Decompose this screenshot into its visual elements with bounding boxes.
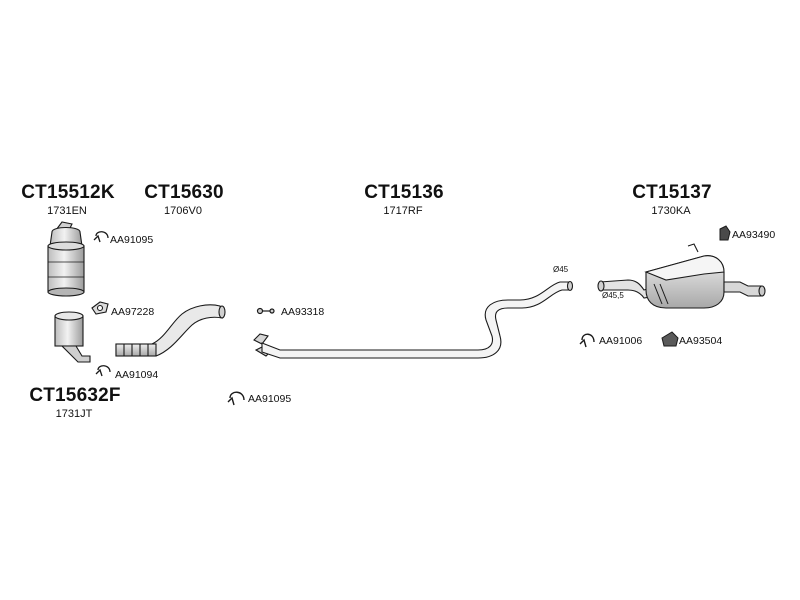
accessory-label-aa93504: AA93504 (679, 335, 723, 347)
clamp-icon (227, 391, 245, 406)
part-number-front-pipe: CT15630 (144, 182, 224, 203)
part-number-catalyst-2: CT15632F (29, 385, 121, 406)
front-pipe-drawing (115, 304, 226, 357)
dimension-label-rear-silencer: Ø45,5 (602, 291, 624, 300)
clamp-icon (95, 365, 111, 377)
part-number-catalyst-1: CT15512K (21, 182, 115, 203)
part-number-rear-silencer: CT15137 (632, 182, 712, 203)
accessory-label-aa97228: AA97228 (111, 306, 155, 318)
clamp-icon (93, 231, 109, 243)
middle-pipe-drawing (253, 280, 574, 359)
rubber-mount-icon (719, 225, 731, 241)
accessory-label-aa91095-a: AA91095 (110, 234, 154, 246)
accessory-label-aa91006: AA91006 (599, 335, 643, 347)
accessory-label-aa93490: AA93490 (732, 229, 776, 241)
dimension-label-middle-pipe: Ø45 (553, 265, 569, 274)
oe-ref-front-pipe: 1706V0 (164, 205, 202, 217)
oe-ref-catalyst-2: 1731JT (55, 408, 93, 420)
accessory-label-aa91095-b: AA91095 (248, 393, 292, 405)
bolt-icon (256, 307, 275, 315)
rubber-hanger-icon (661, 331, 679, 347)
accessory-label-aa91094: AA91094 (115, 369, 159, 381)
oe-ref-catalyst-1: 1731EN (47, 205, 87, 217)
part-number-middle-pipe: CT15136 (364, 182, 444, 203)
oe-ref-middle-pipe: 1717RF (383, 205, 423, 217)
catalyst-1-drawing (47, 221, 85, 297)
catalyst-2-drawing (54, 311, 91, 363)
accessory-label-aa93318: AA93318 (281, 306, 325, 318)
oe-ref-rear-silencer: 1730KA (651, 205, 691, 217)
rear-silencer-drawing (597, 243, 766, 309)
clamp-icon (579, 333, 595, 348)
gasket-icon (91, 301, 109, 315)
